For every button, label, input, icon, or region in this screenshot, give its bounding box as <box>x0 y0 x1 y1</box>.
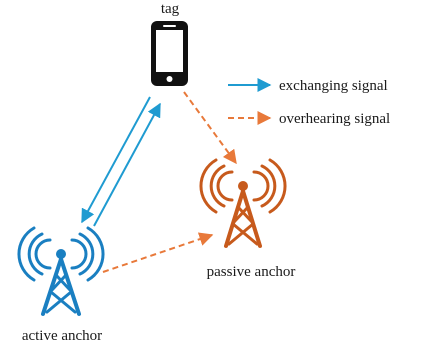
active-anchor-label: active anchor <box>22 328 102 344</box>
overhearing-signal-active-to-passive <box>102 232 214 273</box>
exchanging-signal-tag-to-active <box>81 96 151 224</box>
tag-label: tag <box>161 1 180 17</box>
passive-anchor-label: passive anchor <box>207 264 296 280</box>
legend: exchanging signal overhearing signal <box>228 78 390 127</box>
active-anchor-tower-icon <box>17 226 105 316</box>
legend-exchanging-label: exchanging signal <box>279 78 388 94</box>
passive-anchor-tower-icon <box>199 158 287 248</box>
phone-icon <box>151 21 188 86</box>
exchanging-signal-active-to-tag <box>93 102 161 227</box>
overhearing-signal-tag-to-passive <box>183 91 237 165</box>
legend-overhearing-label: overhearing signal <box>279 111 390 127</box>
